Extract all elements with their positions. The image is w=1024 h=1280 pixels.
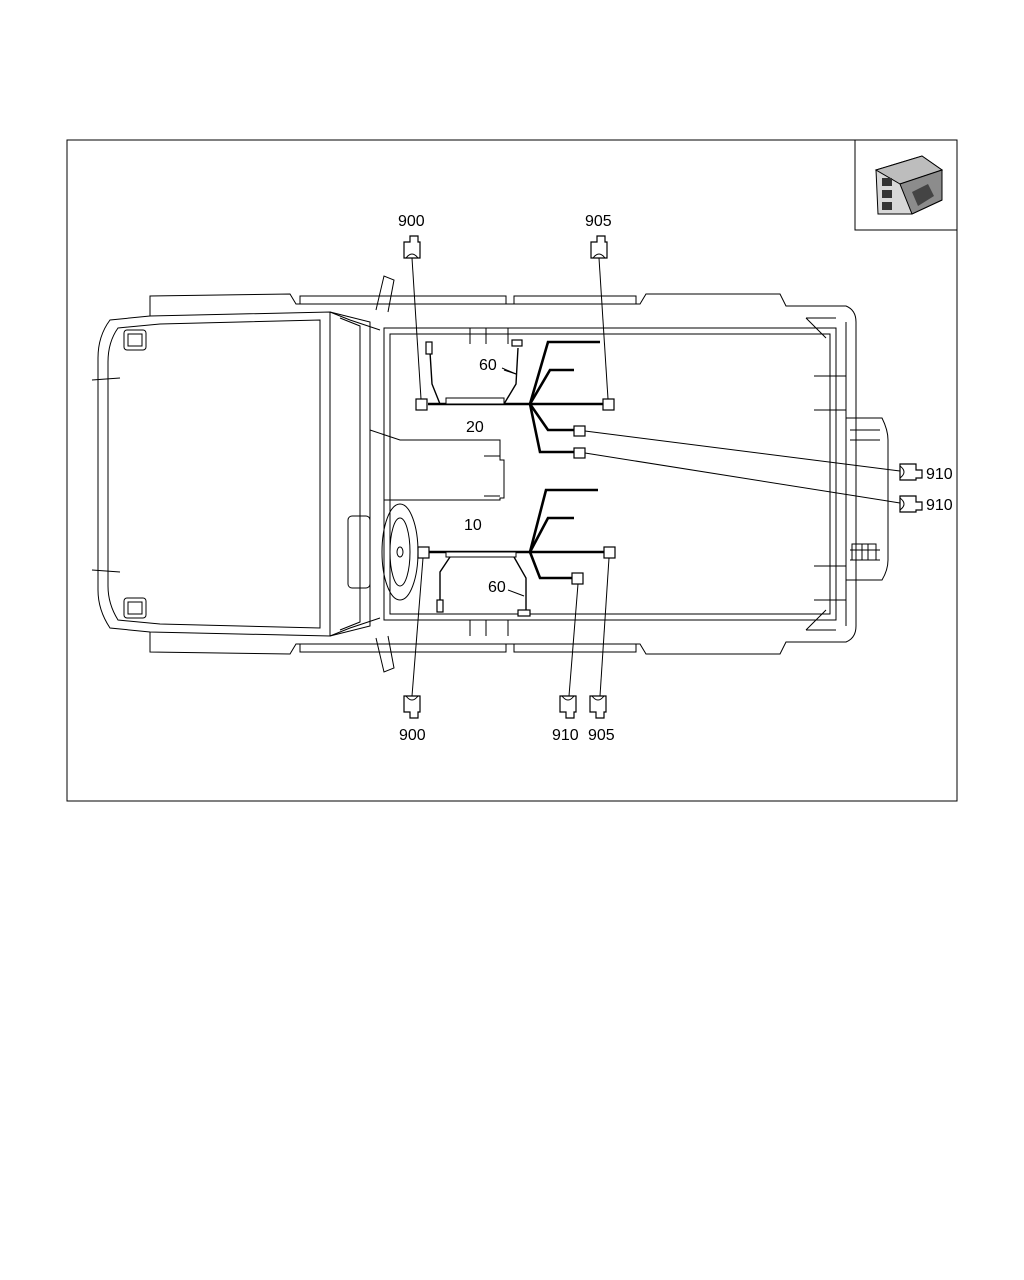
callout-905-top: 905	[585, 213, 612, 230]
connector-symbol-910-b	[899, 495, 923, 513]
cable-label-60-rear: 60	[479, 357, 497, 374]
callout-905-bottom: 905	[588, 727, 615, 744]
callout-900-top: 900	[398, 213, 425, 230]
cable-label-60-front: 60	[488, 579, 506, 596]
harness-label-10: 10	[464, 517, 482, 534]
harness-10	[417, 488, 616, 617]
callout-910-bottom: 910	[552, 727, 579, 744]
connector-symbol-910-bottom	[559, 695, 577, 719]
harness-20	[415, 339, 615, 459]
connector-symbol-910-a	[899, 463, 923, 481]
vehicle-outline	[91, 275, 889, 673]
control-unit-icon	[874, 155, 944, 215]
connector-symbol-900-bottom	[403, 695, 421, 719]
connector-symbol-900-top	[403, 235, 421, 259]
callout-910-right-a: 910	[926, 466, 953, 483]
callout-910-right-b: 910	[926, 497, 953, 514]
callout-900-bottom: 900	[399, 727, 426, 744]
connector-symbol-905-bottom	[589, 695, 607, 719]
harness-label-20: 20	[466, 419, 484, 436]
leader-lines	[411, 257, 901, 697]
component-thumbnail	[854, 139, 958, 231]
connector-symbol-905-top	[590, 235, 608, 259]
diagram-frame	[66, 139, 958, 802]
